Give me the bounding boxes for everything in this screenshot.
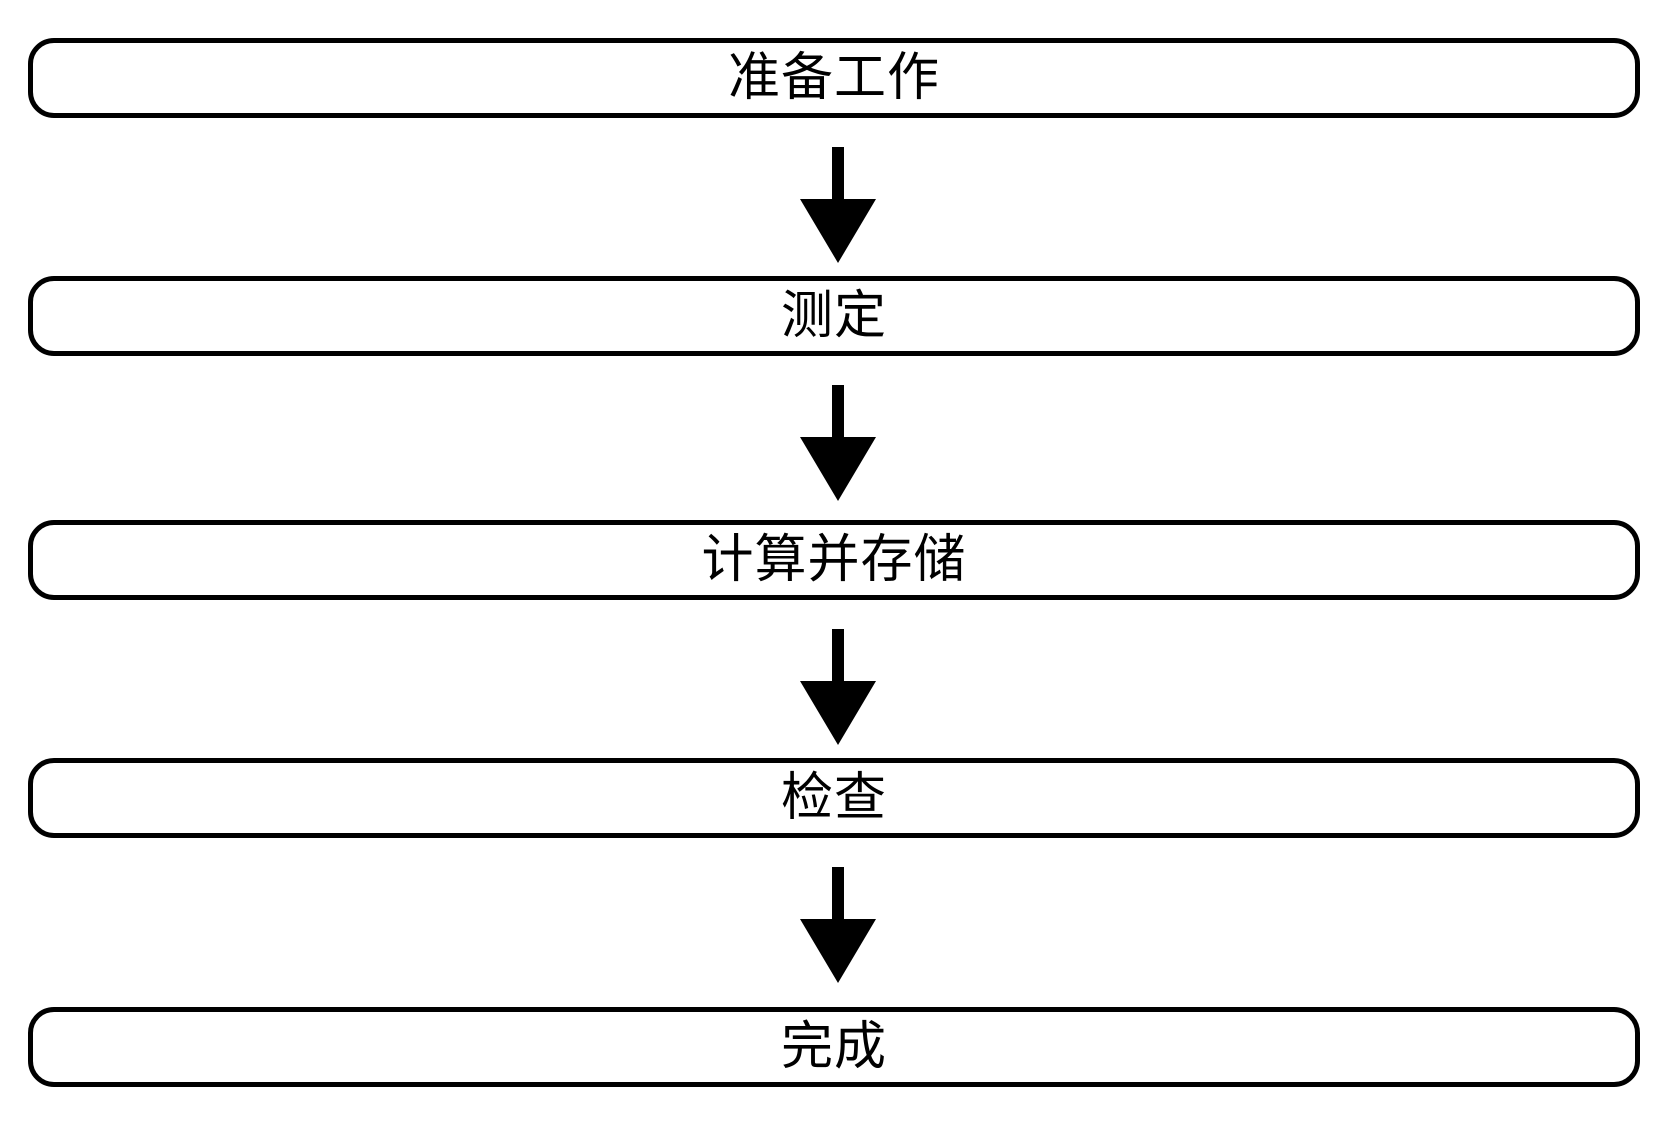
arrow-down-icon [798,385,878,501]
step-box-measure: 测定 [28,276,1640,356]
step-box-complete: 完成 [28,1007,1640,1087]
step-label-complete: 完成 [780,1017,887,1077]
step-box-prepare: 准备工作 [28,38,1640,118]
step-label-measure: 测定 [780,286,887,346]
step-label-calculate-store: 计算并存储 [701,530,967,590]
arrow-down-icon [798,147,878,263]
arrow-down-icon [798,867,878,983]
arrow-down-icon [798,629,878,745]
step-label-check: 检查 [780,768,887,828]
step-box-calculate-store: 计算并存储 [28,520,1640,600]
step-label-prepare: 准备工作 [727,48,940,108]
step-box-check: 检查 [28,758,1640,838]
